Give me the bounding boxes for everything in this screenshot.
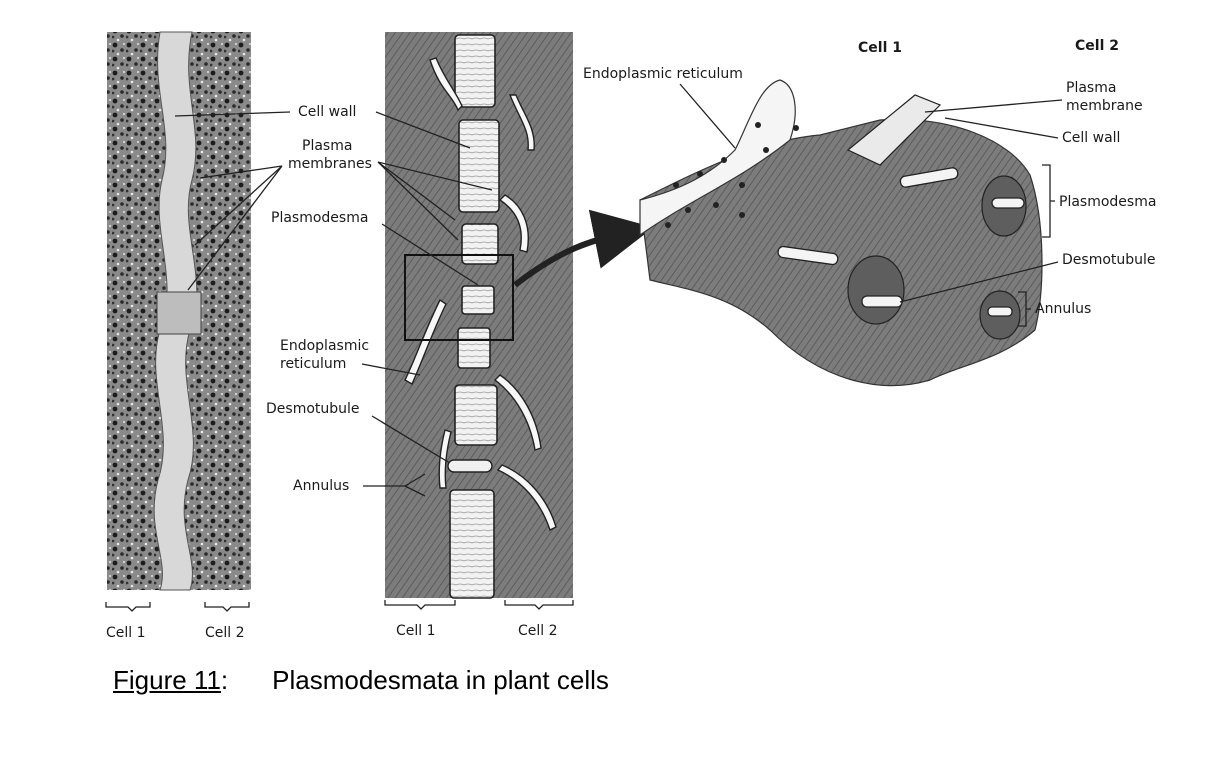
- drawing-cell2-label: Cell 2: [518, 623, 558, 639]
- drawing-label-cell-wall: Cell wall: [298, 104, 356, 120]
- drawing-label-plasma-line1: Plasma: [302, 138, 352, 154]
- caption-colon: :: [220, 665, 229, 695]
- drawing-label-annulus: Annulus: [293, 478, 349, 494]
- cutaway-label-desmotubule: Desmotubule: [1062, 252, 1156, 268]
- cutaway-label-plasma-line1: Plasma: [1066, 80, 1116, 96]
- cutaway-label-er: Endoplasmic reticulum: [583, 66, 743, 82]
- cutaway-label-plasma-line2: membrane: [1066, 98, 1143, 114]
- caption-text: Plasmodesmata in plant cells: [272, 665, 609, 695]
- drawing-right-bracket: [504, 600, 574, 610]
- drawing-leader-plasma: [187, 161, 493, 291]
- drawing-leader-cell-wall: [174, 111, 471, 149]
- cutaway-er-sheet: [639, 79, 796, 237]
- micrograph-panel: Cell 1 Cell 2: [105, 31, 251, 640]
- cutaway-leader-cell-wall: [944, 117, 1059, 139]
- cutaway-header-cell2: Cell 2: [1075, 38, 1119, 54]
- cutaway-leader-desmotubule: [899, 261, 1059, 303]
- micrograph-plasmodesma: [156, 291, 202, 335]
- drawing-leader-desmotubule: [371, 415, 459, 469]
- cutaway-bracket-annulus: [1018, 291, 1031, 327]
- drawing-highlight-box: [404, 254, 514, 341]
- drawing-panel: Cell wall Plasma membranes Plasmodesma E…: [174, 32, 654, 639]
- cutaway-leader-plasma: [924, 99, 1063, 113]
- cutaway-wall-slab: [846, 94, 942, 166]
- zoom-arrow: [513, 209, 654, 288]
- micrograph-left-bracket: [105, 602, 151, 612]
- cutaway-header-cell1: Cell 1: [858, 40, 902, 56]
- cutaway-ribosomes: [665, 122, 799, 228]
- drawing-er-branches: [404, 57, 557, 531]
- drawing-left-bracket: [384, 600, 456, 610]
- cutaway-panel: Cell 1 Cell 2 Endoplasmic reticulum Plas…: [583, 38, 1156, 387]
- cutaway-wall-body: [639, 118, 1043, 387]
- cutaway-label-plasmodesma: Plasmodesma: [1059, 194, 1156, 210]
- drawing-desmotubule: [447, 459, 493, 473]
- drawing-leader-plasmodesma: [381, 223, 479, 286]
- drawing-label-er-line2: reticulum: [280, 356, 346, 372]
- drawing-label-desmotubule: Desmotubule: [266, 401, 360, 417]
- cutaway-label-cell-wall: Cell wall: [1062, 130, 1120, 146]
- plasmodesmata-diagram: Cell 1 Cell 2 Cell wall: [105, 31, 1156, 640]
- cutaway-label-annulus: Annulus: [1035, 301, 1091, 317]
- drawing-label-er-line1: Endoplasmic: [280, 338, 369, 354]
- cutaway-desmotubules: [777, 167, 1025, 317]
- figure-caption: Figure 11: Plasmodesmata in plant cells: [113, 665, 609, 696]
- cutaway-bracket-plasmodesma: [1042, 164, 1055, 238]
- cutaway-leader-er: [679, 83, 736, 149]
- drawing-label-plasmodesma: Plasmodesma: [271, 210, 368, 226]
- micrograph-cell2-label: Cell 2: [205, 625, 245, 640]
- micrograph-cell1-label: Cell 1: [106, 625, 146, 640]
- drawing-cell1-label: Cell 1: [396, 623, 436, 639]
- figure-number: Figure 11: [113, 665, 221, 695]
- drawing-label-plasma-line2: membranes: [288, 156, 372, 172]
- drawing-leader-annulus: [363, 473, 426, 497]
- micrograph-right-bracket: [204, 602, 250, 612]
- drawing-leader-er: [361, 363, 421, 376]
